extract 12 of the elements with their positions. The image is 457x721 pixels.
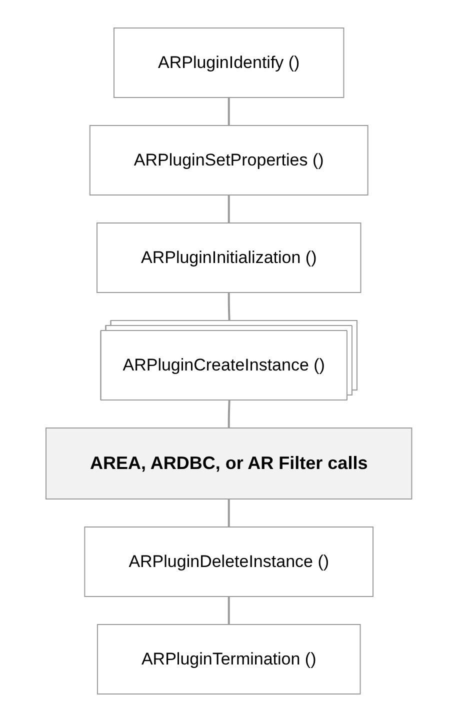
node-box: ARPluginTermination () [96,624,360,694]
node-box: ARPluginInitialization () [96,222,361,292]
node-box: ARPluginSetProperties () [89,124,368,195]
connector [228,292,230,321]
node-box: AREA, ARDBC, or AR Filter calls [45,427,412,499]
connector [228,97,230,125]
connector [228,596,230,624]
connector [228,400,230,428]
node-box: ARPluginIdentify () [113,27,344,98]
node-box: ARPluginDeleteInstance () [84,526,374,596]
connector [228,498,230,526]
connector [228,194,230,222]
